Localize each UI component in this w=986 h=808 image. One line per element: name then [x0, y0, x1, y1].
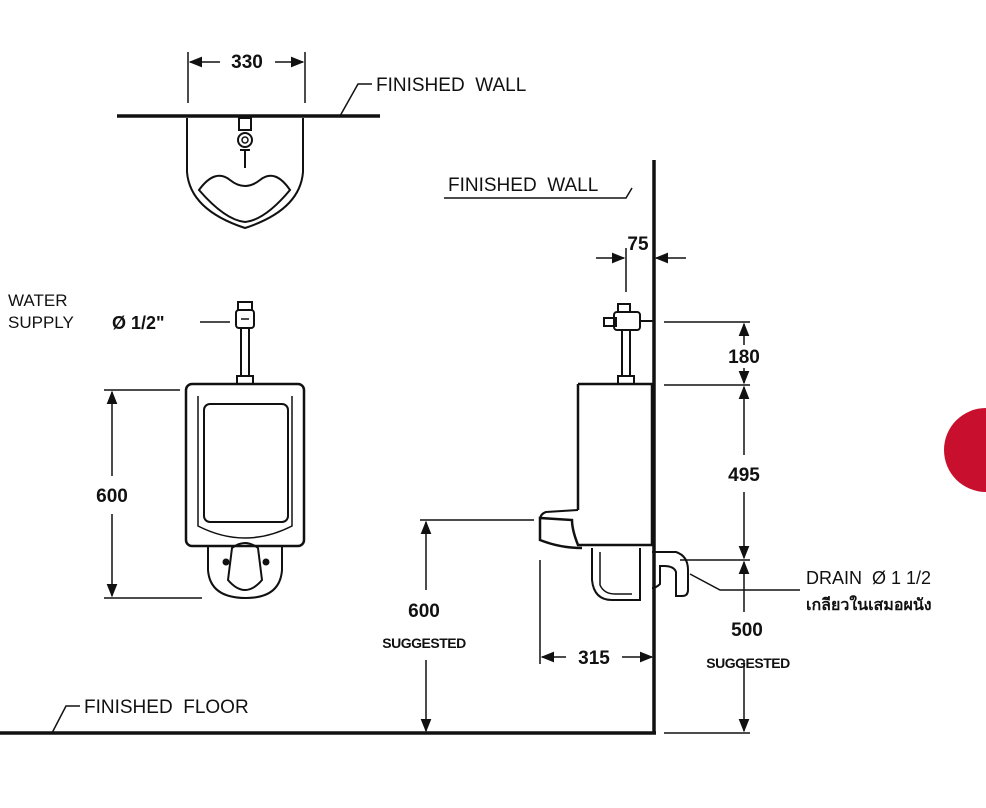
label-water-supply-2: SUPPLY: [8, 313, 74, 332]
label-finished-wall-side: FINISHED WALL: [448, 175, 598, 196]
plan-wall-leader: [339, 83, 372, 117]
side-view: [0, 160, 800, 735]
label-suggested-right: SUGGESTED: [706, 655, 790, 671]
label-finished-floor: FINISHED FLOOR: [84, 697, 249, 718]
side-body-outline: [538, 382, 654, 550]
label-finished-wall-top: FINISHED WALL: [376, 75, 526, 96]
dim-label-500: 500: [731, 620, 763, 641]
front-body-outline: [184, 382, 306, 548]
dim-label-180: 180: [728, 347, 760, 368]
front-view: [104, 301, 306, 600]
red-badge-partial: [944, 408, 986, 492]
label-suggested-left: SUGGESTED: [382, 635, 466, 651]
label-drain-thai: เกลียวในเสมอผนัง: [806, 595, 932, 614]
label-drain: DRAIN Ø 1 1/2: [806, 568, 931, 588]
dim-label-600-rim: 600: [408, 601, 440, 622]
dim-label-330: 330: [231, 52, 263, 73]
dim-label-315: 315: [578, 648, 610, 669]
plan-bowl-outline: [186, 118, 304, 230]
label-water-supply-size: Ø 1/2": [112, 313, 165, 333]
label-water-supply-1: WATER: [8, 291, 68, 310]
dim-label-front-600: 600: [96, 486, 128, 507]
dim-label-75: 75: [627, 234, 649, 255]
dim-label-495: 495: [728, 465, 760, 486]
plan-view: [117, 52, 380, 230]
